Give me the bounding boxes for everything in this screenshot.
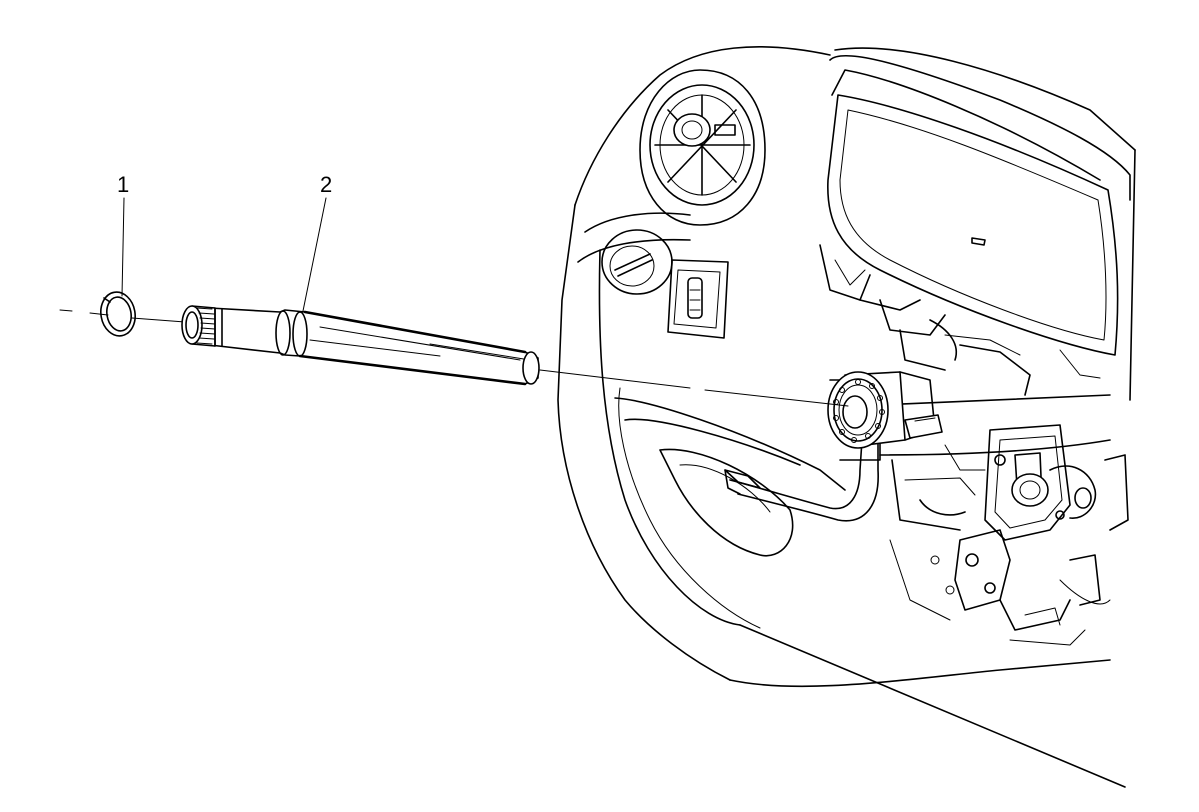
spline-teeth: [196, 307, 216, 345]
steering-shaft: [181, 305, 540, 386]
callout-label-1: 1: [117, 172, 129, 197]
callout-2: 2: [302, 172, 332, 312]
snap-ring: [100, 291, 136, 337]
pedal-arm: [724, 439, 879, 522]
assembly-axis: [59, 309, 849, 407]
column-bearing-housing: [827, 371, 943, 449]
instrument-panel: [557, 46, 1136, 788]
callout-label-2: 2: [320, 172, 332, 197]
callout-1: 1: [117, 172, 129, 297]
